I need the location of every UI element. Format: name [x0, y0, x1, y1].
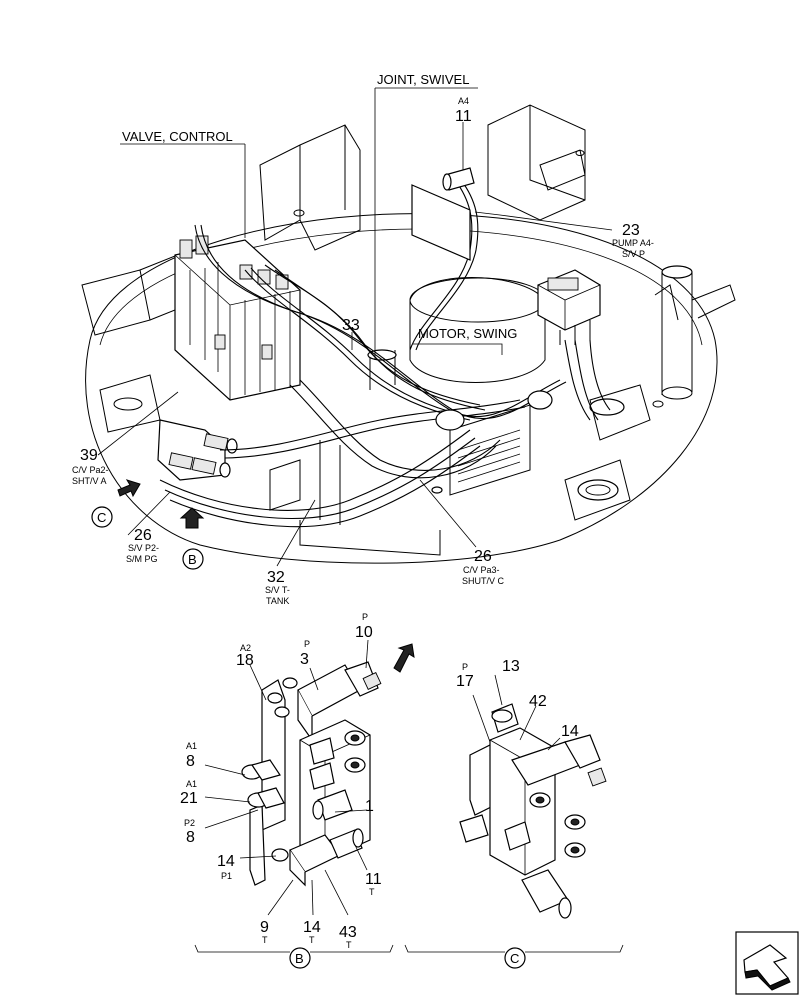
callout-33-number: 33 [342, 317, 360, 334]
c-callout-14-number: 14 [561, 723, 579, 740]
b-callout-43-number: 43 [339, 924, 357, 941]
callout-32-number: 32 [267, 569, 285, 586]
pump-fitting [411, 167, 475, 261]
b-callout-11-number: 11 [365, 871, 382, 888]
label-valve-control: VALVE, CONTROL [122, 129, 233, 144]
view-braces: B C [194, 944, 624, 969]
b-callout-14b-number: 14 [303, 919, 321, 936]
callout-39-number: 39 [80, 447, 98, 464]
label-joint-swivel: JOINT, SWIVEL [377, 72, 469, 87]
leader-lines-upper [97, 87, 613, 567]
b-callout-18-number: 18 [236, 652, 254, 669]
shuttle-valve-cluster [157, 419, 238, 481]
callout-26a-line2: S/M PG [126, 554, 158, 564]
callout-23-line1: PUMP A4- [612, 238, 654, 248]
b-callout-1-number: 1 [365, 798, 374, 815]
b-callout-14a-sub: P1 [221, 871, 232, 881]
view-c-letter-lower: C [510, 951, 519, 966]
b-callout-10-super: P [362, 612, 368, 622]
b-callout-10-number: 10 [355, 624, 373, 641]
callout-32-line2: TANK [266, 596, 289, 606]
control-valve-bank [174, 235, 301, 401]
detail-view-b-callouts: P 10 P 3 A2 18 A1 8 A1 21 P2 8 1 14 P1 1… [180, 612, 382, 950]
detail-view-b [204, 639, 415, 916]
view-b-letter-lower: B [295, 951, 304, 966]
detail-view-c-callouts: 13 P 17 42 14 [456, 658, 579, 740]
view-b-marker-upper [182, 548, 204, 570]
callout-26a-line1: S/V P2- [128, 543, 159, 553]
callout-32-line1: S/V T- [265, 585, 290, 595]
detail-view-c [459, 674, 607, 919]
view-b-marker-lower [289, 947, 311, 969]
b-callout-21-number: 21 [180, 790, 198, 807]
view-b-letter-upper: B [188, 552, 197, 567]
upper-frame [81, 104, 736, 564]
b-callout-18-super: A2 [240, 643, 251, 653]
b-callout-9-number: 9 [260, 919, 269, 936]
view-arrows-upper [117, 479, 205, 529]
b-callout-8a-super: A1 [186, 741, 197, 751]
c-callout-17-number: 17 [456, 673, 474, 690]
b-callout-3-super: P [304, 639, 310, 649]
callout-11-super: A4 [458, 96, 469, 106]
callout-39-line1: C/V Pa2- [72, 465, 109, 475]
b-callout-8a-number: 8 [186, 753, 195, 770]
view-c-marker-lower [504, 947, 526, 969]
c-callout-42-number: 42 [529, 693, 547, 710]
b-callout-11-sub: T [369, 887, 375, 897]
callout-23-number: 23 [622, 222, 640, 239]
label-motor-swing: MOTOR, SWING [418, 326, 517, 341]
b-callout-9-sub: T [262, 935, 268, 945]
upper-callouts: JOINT, SWIVEL VALVE, CONTROL MOTOR, SWIN… [72, 72, 654, 606]
callout-26b-line2: SHUT/V C [462, 576, 505, 586]
callout-26b-line1: C/V Pa3- [463, 565, 500, 575]
c-callout-17-super: P [462, 662, 468, 672]
callout-11-number: 11 [455, 108, 472, 125]
callout-23-line2: S/V P [622, 249, 645, 259]
b-callout-43-sub: T [346, 940, 352, 950]
b-callout-21-super: A1 [186, 779, 197, 789]
view-c-marker-upper [91, 506, 113, 528]
b-callout-3-number: 3 [300, 651, 309, 668]
b-callout-14a-number: 14 [217, 853, 235, 870]
b-callout-14b-sub: T [309, 935, 315, 945]
callout-39-line2: SHT/V A [72, 476, 107, 486]
view-c-letter-upper: C [97, 510, 106, 525]
callout-26a-number: 26 [134, 527, 152, 544]
c-callout-13-number: 13 [502, 658, 520, 675]
callout-26b-number: 26 [474, 548, 492, 565]
b-callout-8b-super: P2 [184, 818, 195, 828]
next-page-icon[interactable] [735, 931, 799, 995]
b-callout-8b-number: 8 [186, 829, 195, 846]
